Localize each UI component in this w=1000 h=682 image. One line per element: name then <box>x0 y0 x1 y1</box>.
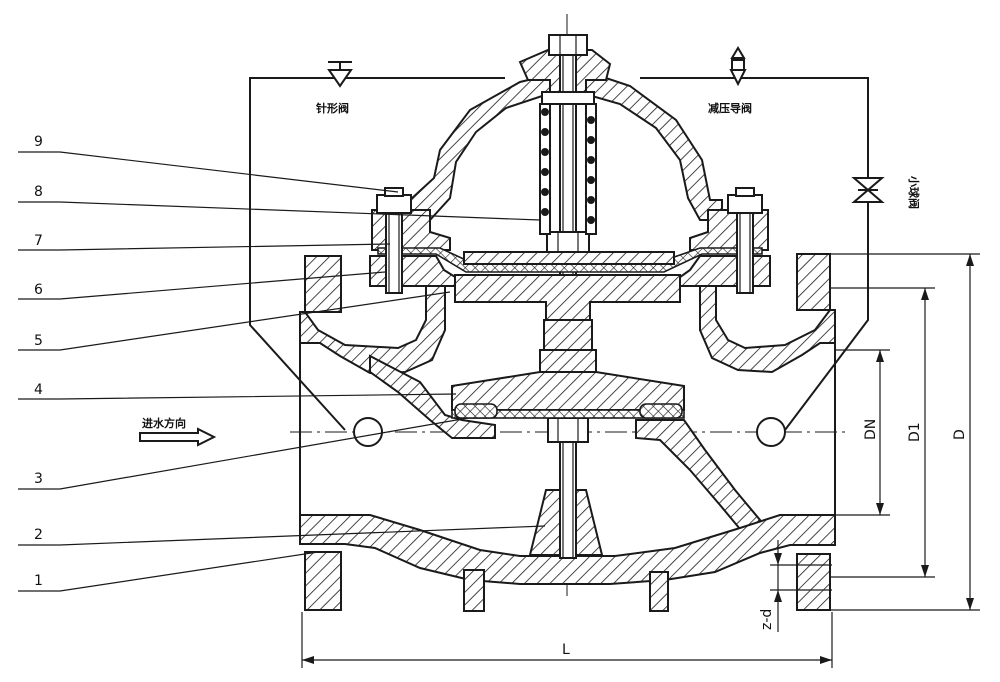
spring <box>539 103 597 235</box>
part-label-5: 5 <box>34 333 43 349</box>
cover-bolt-right <box>727 187 763 294</box>
pressure-pilot-label: 减压导阀 <box>708 101 752 115</box>
pressure-pilot-symbol <box>729 46 747 87</box>
part-label-8: 8 <box>34 184 43 200</box>
part-label-6: 6 <box>34 282 43 298</box>
ball-valve-label: 小球阀 <box>907 175 921 209</box>
flow-direction-arrow <box>139 427 217 447</box>
control-port-left <box>353 417 383 447</box>
control-port-right <box>756 417 786 447</box>
ball-valve-symbol <box>851 177 885 203</box>
dimension-dn: DN <box>863 419 879 440</box>
dimension-lines <box>301 253 980 668</box>
needle-valve-label: 针形阀 <box>316 101 349 115</box>
dimension-d: D <box>952 429 968 440</box>
part-label-2: 2 <box>34 527 43 543</box>
dimension-zd: z-d <box>759 609 775 630</box>
flow-direction-label: 进水方向 <box>142 416 186 430</box>
dimension-d1: D1 <box>907 422 923 442</box>
dimension-l: L <box>562 642 570 658</box>
part-label-4: 4 <box>34 382 43 398</box>
cover-bolt-left <box>376 187 412 294</box>
part-label-9: 9 <box>34 134 43 150</box>
leader-lines <box>18 151 546 592</box>
needle-valve-symbol <box>327 61 353 88</box>
part-label-7: 7 <box>34 233 43 249</box>
part-label-1: 1 <box>34 573 43 589</box>
part-label-3: 3 <box>34 471 43 487</box>
valve-disc <box>451 371 685 419</box>
